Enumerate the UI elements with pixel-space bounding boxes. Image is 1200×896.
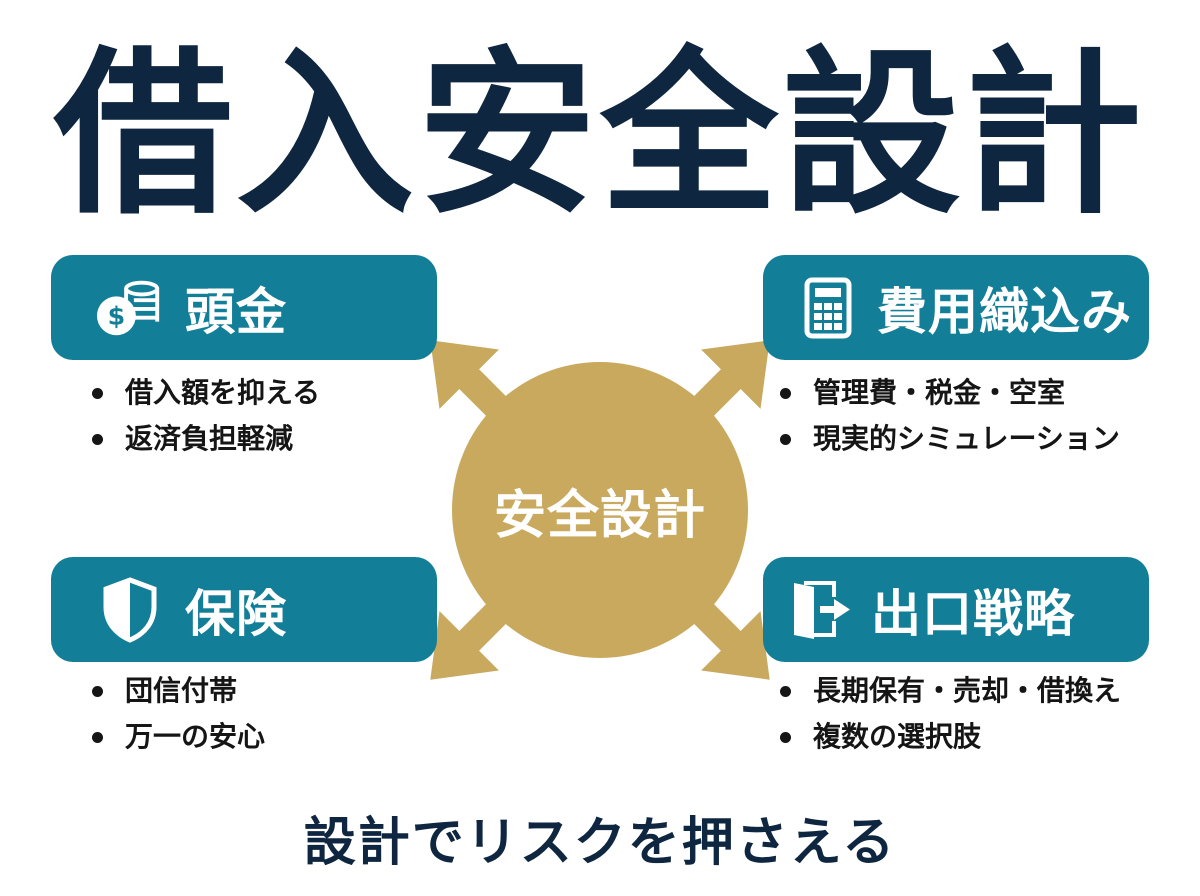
bullet bbox=[92, 685, 103, 697]
footer-tagline: 設計でリスクを押さえる bbox=[303, 813, 897, 873]
bullet bbox=[780, 685, 791, 697]
list-item: 万一の安心 bbox=[92, 714, 265, 760]
bullet bbox=[780, 387, 791, 399]
card-label: 出口戦略 bbox=[871, 584, 1075, 643]
bullet bbox=[92, 731, 103, 743]
exit-door-icon bbox=[787, 575, 857, 645]
card-label: 保険 bbox=[185, 584, 287, 643]
card-insurance: 保険 bbox=[51, 557, 437, 662]
card-label: 費用織込み bbox=[877, 282, 1132, 341]
shield-icon bbox=[95, 575, 165, 645]
card-label: 頭金 bbox=[185, 282, 287, 341]
bullet bbox=[92, 433, 103, 445]
list-item: 団信付帯 bbox=[92, 668, 265, 714]
svg-text:$: $ bbox=[108, 301, 126, 330]
card-down-payment: $ 頭金 bbox=[51, 255, 437, 360]
list-item: 複数の選択肢 bbox=[780, 714, 1121, 760]
coins-dollar-icon: $ bbox=[95, 273, 165, 343]
card-exit-strategy: 出口戦略 bbox=[763, 557, 1149, 662]
bullet bbox=[780, 433, 791, 445]
list-item: 長期保有・売却・借換え bbox=[780, 668, 1121, 714]
list-item: 管理費・税金・空室 bbox=[780, 370, 1120, 416]
bullet bbox=[780, 731, 791, 743]
insurance-list: 団信付帯 万一の安心 bbox=[92, 668, 265, 760]
hub-label: 安全設計 bbox=[493, 485, 706, 546]
list-item: 現実的シミュレーション bbox=[780, 416, 1120, 462]
hub-circle: 安全設計 bbox=[452, 362, 748, 658]
list-item: 借入額を抑える bbox=[92, 370, 320, 416]
bullet bbox=[92, 387, 103, 399]
page-title: 借入安全設計 bbox=[54, 31, 1146, 238]
calculator-icon bbox=[793, 273, 863, 343]
down-payment-list: 借入額を抑える 返済負担軽減 bbox=[92, 370, 320, 462]
card-cost-inclusion: 費用織込み bbox=[763, 255, 1149, 360]
exit-strategy-list: 長期保有・売却・借換え 複数の選択肢 bbox=[780, 668, 1121, 760]
cost-inclusion-list: 管理費・税金・空室 現実的シミュレーション bbox=[780, 370, 1120, 462]
list-item: 返済負担軽減 bbox=[92, 416, 320, 462]
